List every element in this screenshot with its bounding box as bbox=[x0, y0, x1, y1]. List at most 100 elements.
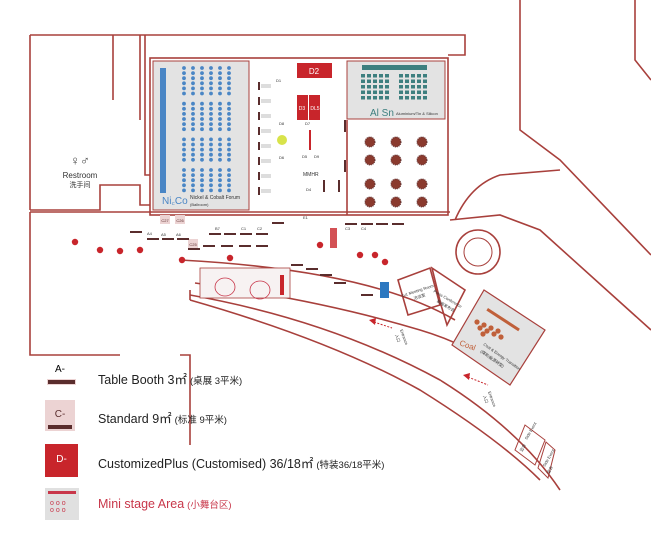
legend-label-cn: (标准 9平米) bbox=[174, 415, 227, 426]
seat bbox=[411, 85, 415, 89]
seat bbox=[182, 76, 186, 81]
seat bbox=[209, 147, 213, 152]
booth-d9-label: D9 bbox=[314, 154, 320, 159]
seat bbox=[209, 183, 213, 188]
booth-logo bbox=[261, 84, 271, 88]
seat bbox=[218, 152, 222, 157]
seat bbox=[218, 106, 222, 111]
seat bbox=[191, 101, 195, 106]
booth-c26[interactable] bbox=[175, 215, 185, 224]
booth-dl5[interactable] bbox=[309, 95, 320, 120]
booth-d3[interactable] bbox=[297, 95, 308, 120]
nico-seats bbox=[182, 66, 231, 193]
seat bbox=[218, 137, 222, 142]
seat bbox=[209, 81, 213, 86]
booth-d2-label: D2 bbox=[309, 67, 320, 76]
pillar bbox=[371, 251, 379, 259]
press-room bbox=[430, 266, 467, 328]
seat bbox=[227, 71, 231, 75]
seat bbox=[209, 173, 213, 178]
booth-d4-label: D4 bbox=[306, 187, 312, 192]
legend-label-cn: (特装36/18平米) bbox=[316, 460, 385, 471]
seat bbox=[218, 101, 222, 106]
entrance-2[interactable]: Entrance 入口 bbox=[463, 373, 497, 408]
legend-label: Mini stage Area bbox=[98, 497, 185, 511]
seat bbox=[227, 142, 231, 147]
seat bbox=[209, 137, 213, 142]
side-event-1-subtitle: 边会 bbox=[518, 443, 527, 453]
seat bbox=[218, 86, 222, 91]
curved-wall-3 bbox=[189, 299, 541, 481]
table-booth bbox=[320, 274, 332, 276]
seat bbox=[481, 322, 487, 328]
seat bbox=[367, 90, 371, 94]
seat bbox=[182, 71, 186, 75]
booth-d2[interactable] bbox=[297, 63, 332, 78]
pillar bbox=[96, 246, 104, 254]
banner bbox=[330, 228, 337, 248]
seat bbox=[218, 66, 222, 70]
seat bbox=[367, 79, 371, 83]
seat bbox=[182, 168, 186, 172]
seat bbox=[411, 90, 415, 94]
seat bbox=[218, 71, 222, 75]
seat bbox=[182, 157, 186, 162]
entrance-2-label-cn: 入口 bbox=[482, 395, 489, 404]
entrance-2-label: Entrance bbox=[487, 391, 497, 408]
seat bbox=[227, 157, 231, 162]
seat bbox=[227, 122, 231, 126]
seat bbox=[200, 122, 204, 126]
seat bbox=[191, 81, 195, 86]
seat bbox=[182, 122, 186, 126]
table-booth bbox=[240, 233, 252, 235]
round-table bbox=[416, 154, 428, 166]
corridor-booths bbox=[130, 222, 404, 296]
seat bbox=[495, 328, 501, 334]
seat bbox=[367, 74, 371, 78]
restroom: ♀♂ Restroom 洗手间 bbox=[63, 153, 98, 189]
seat bbox=[182, 152, 186, 157]
seat bbox=[191, 183, 195, 188]
seat bbox=[373, 96, 377, 100]
seat bbox=[200, 183, 204, 188]
seat bbox=[209, 168, 213, 172]
alsn-room bbox=[346, 60, 446, 120]
seat bbox=[227, 147, 231, 152]
seat bbox=[182, 173, 186, 178]
seat bbox=[405, 96, 409, 100]
seat bbox=[191, 142, 195, 147]
seat bbox=[191, 147, 195, 152]
seat bbox=[191, 76, 195, 81]
table-booth bbox=[361, 223, 373, 225]
curved-wall-2 bbox=[189, 294, 561, 491]
seat bbox=[191, 137, 195, 142]
booth-d1-label: D1 bbox=[276, 78, 282, 83]
table-booth-icon: A- bbox=[45, 362, 76, 392]
entrance-1-label-cn: 入口 bbox=[394, 334, 401, 343]
seat bbox=[182, 178, 186, 183]
seat bbox=[200, 71, 204, 75]
seat bbox=[411, 96, 415, 100]
booth-logo bbox=[277, 135, 287, 145]
seat bbox=[227, 112, 231, 116]
seat bbox=[399, 74, 403, 78]
seat bbox=[182, 188, 186, 193]
booth-wall bbox=[344, 160, 346, 172]
booth-wall bbox=[258, 157, 260, 165]
booth-logo bbox=[261, 129, 271, 133]
table-booth bbox=[256, 233, 268, 235]
entrance-1[interactable]: Entrance 入口 bbox=[369, 318, 409, 346]
seat bbox=[218, 127, 222, 132]
table-booth bbox=[209, 233, 221, 235]
seat bbox=[209, 117, 213, 121]
booth-c27[interactable] bbox=[160, 215, 170, 224]
booth-a6-label: A6 bbox=[176, 232, 182, 237]
seat bbox=[227, 91, 231, 96]
legend-label-cn: (桌展 3平米) bbox=[189, 376, 243, 387]
booth-c25[interactable] bbox=[188, 239, 198, 248]
seat bbox=[191, 178, 195, 183]
seat bbox=[385, 79, 389, 83]
seat bbox=[182, 81, 186, 86]
seat bbox=[373, 79, 377, 83]
